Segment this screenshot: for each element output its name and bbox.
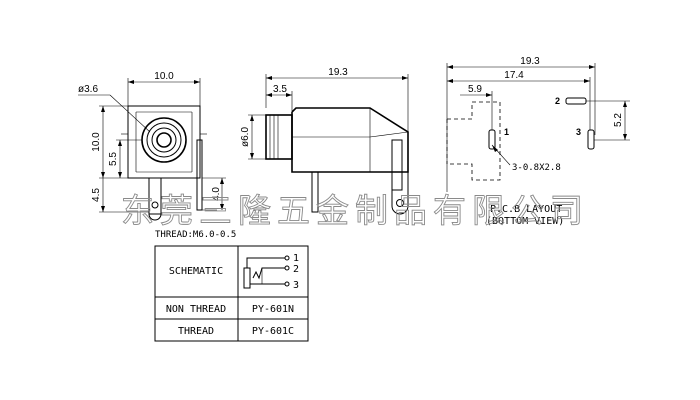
side-diameter-dim: ø6.0 [240, 127, 251, 147]
thread-note: THREAD:M6.0-0.5 [155, 230, 236, 240]
spec-table: SCHEMATIC NON THREAD THREAD PY-601N PY-6… [154, 245, 309, 342]
table-value-thread: PY-601C [252, 326, 294, 337]
jack-schematic-symbol [243, 255, 290, 289]
pcb-title: P.C.B LAYOUT [490, 204, 562, 215]
pcb-pin3-dim: 17.4 [504, 70, 524, 81]
pcb-pin-label-2: 2 [555, 96, 560, 106]
schematic-pin-3: 3 [293, 280, 299, 291]
front-center-dim: 5.5 [108, 152, 119, 166]
pcb-pad-2 [565, 97, 587, 105]
pcb-hole-spec: 3-0.8X2.8 [512, 163, 561, 173]
thread-outer-circle [141, 117, 187, 163]
pcb-pin-label-3: 3 [576, 127, 581, 137]
side-thread-length-dim: 3.5 [273, 84, 287, 95]
pcb-pin-label-1: 1 [504, 127, 509, 137]
front-height-dim: 10.0 [91, 132, 102, 152]
watermark-text: 东莞三隆五金制品有限公司 [121, 191, 589, 230]
front-diameter-dim: ø3.6 [78, 84, 98, 95]
pcb-total-dim: 19.3 [520, 56, 540, 67]
pcb-subtitle: (BOTTOM VIEW) [486, 216, 564, 227]
plug-hole [156, 132, 172, 148]
table-label-non-thread: NON THREAD [166, 304, 226, 315]
table-label-schematic: SCHEMATIC [169, 266, 223, 277]
pcb-body-outline [447, 101, 501, 181]
side-view: 19.3 3.5 ø6.0 [240, 67, 409, 215]
pcb-pin1-dim: 5.9 [468, 84, 482, 95]
side-body-outline [291, 107, 409, 173]
front-view: 10.0 ø3.6 10.0 5.5 [78, 71, 236, 240]
pcb-spacing-dim: 5.2 [613, 113, 624, 127]
front-pin-length-dim: 4.0 [211, 187, 222, 201]
side-pin-1 [311, 171, 319, 213]
schematic-pin-1: 1 [293, 253, 299, 264]
table-label-thread: THREAD [178, 326, 214, 337]
table-value-non-thread: PY-601N [252, 304, 294, 315]
front-body-outline [127, 105, 201, 179]
side-pin-2 [391, 139, 403, 191]
schematic-pin-2: 2 [293, 264, 299, 275]
front-pin-left [148, 177, 162, 215]
front-pin-offset-dim: 4.5 [91, 188, 102, 202]
front-width-dim: 10.0 [154, 71, 174, 82]
pcb-pad-3 [587, 129, 595, 150]
side-length-dim: 19.3 [328, 67, 348, 78]
pcb-layout: 19.3 17.4 5.9 1 2 3 5.2 3-0.8X2.8 P.C.B … [446, 56, 630, 227]
pcb-pad-1 [488, 129, 496, 150]
